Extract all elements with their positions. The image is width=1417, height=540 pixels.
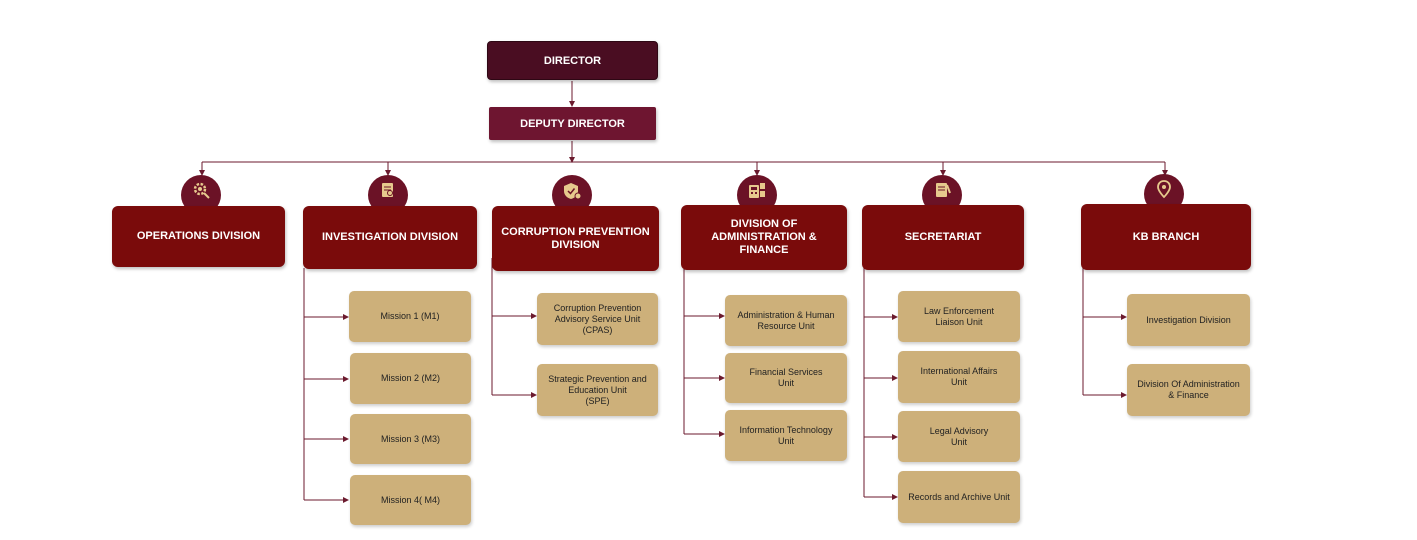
unit-label: Strategic Prevention and Education Unit … — [548, 373, 647, 406]
unit-kb-administration-finance: Division Of Administration & Finance — [1127, 364, 1250, 416]
unit-label: Corruption Prevention Advisory Service U… — [553, 302, 642, 335]
division-label: OPERATIONS DIVISION — [136, 230, 261, 242]
unit-mission-1: Mission 1 (M1) — [349, 291, 471, 342]
unit-label: Mission 2 (M2) — [380, 373, 440, 383]
unit-label: Law Enforcement Liaison Unit — [923, 305, 995, 327]
unit-label: Division Of Administration & Finance — [1137, 379, 1240, 400]
unit-mission-4: Mission 4( M4) — [350, 475, 471, 525]
unit-label: Administration & Human Resource Unit — [737, 309, 835, 331]
director-node: DIRECTOR — [487, 41, 658, 80]
division-label: DIVISION OF ADMINISTRATION & FINANCE — [711, 218, 817, 256]
unit-cpas: Corruption Prevention Advisory Service U… — [537, 293, 658, 345]
deputy-director-label: DEPUTY DIRECTOR — [520, 117, 625, 130]
unit-admin-hr: Administration & Human Resource Unit — [725, 295, 847, 346]
division-operations: OPERATIONS DIVISION — [112, 206, 285, 267]
unit-label: International Affairs Unit — [920, 366, 998, 387]
unit-spe: Strategic Prevention and Education Unit … — [537, 364, 658, 416]
division-kb-branch: KB BRANCH — [1081, 204, 1251, 270]
division-label: CORRUPTION PREVENTION DIVISION — [501, 225, 650, 251]
division-administration-finance: DIVISION OF ADMINISTRATION & FINANCE — [681, 205, 847, 270]
deputy-director-node: DEPUTY DIRECTOR — [489, 107, 656, 140]
unit-label: Mission 1 (M1) — [380, 311, 440, 321]
division-corruption-prevention: CORRUPTION PREVENTION DIVISION — [492, 206, 659, 271]
unit-label: Investigation Division — [1146, 314, 1231, 325]
unit-mission-2: Mission 2 (M2) — [350, 353, 471, 404]
unit-international-affairs: International Affairs Unit — [898, 351, 1020, 403]
division-label: SECRETARIAT — [904, 231, 982, 243]
unit-financial-services: Financial Services Unit — [725, 353, 847, 403]
division-label: KB BRANCH — [1132, 230, 1200, 243]
unit-label: Legal Advisory Unit — [929, 425, 989, 447]
unit-label: Information Technology Unit — [739, 424, 833, 446]
unit-mission-3: Mission 3 (M3) — [350, 414, 471, 464]
unit-label: Records and Archive Unit — [908, 491, 1010, 502]
unit-legal-advisory: Legal Advisory Unit — [898, 411, 1020, 462]
director-label: DIRECTOR — [543, 54, 602, 67]
division-investigation: INVESTIGATION DIVISION — [303, 206, 477, 269]
unit-label: Mission 3 (M3) — [380, 433, 440, 444]
unit-information-technology: Information Technology Unit — [725, 410, 847, 461]
unit-label: Financial Services Unit — [749, 367, 823, 388]
unit-label: Mission 4( M4) — [380, 494, 440, 505]
unit-records-archive: Records and Archive Unit — [898, 471, 1020, 523]
unit-kb-investigation: Investigation Division — [1127, 294, 1250, 346]
division-secretariat: SECRETARIAT — [862, 205, 1024, 270]
division-label: INVESTIGATION DIVISION — [321, 231, 459, 243]
unit-law-enforcement-liaison: Law Enforcement Liaison Unit — [898, 291, 1020, 342]
